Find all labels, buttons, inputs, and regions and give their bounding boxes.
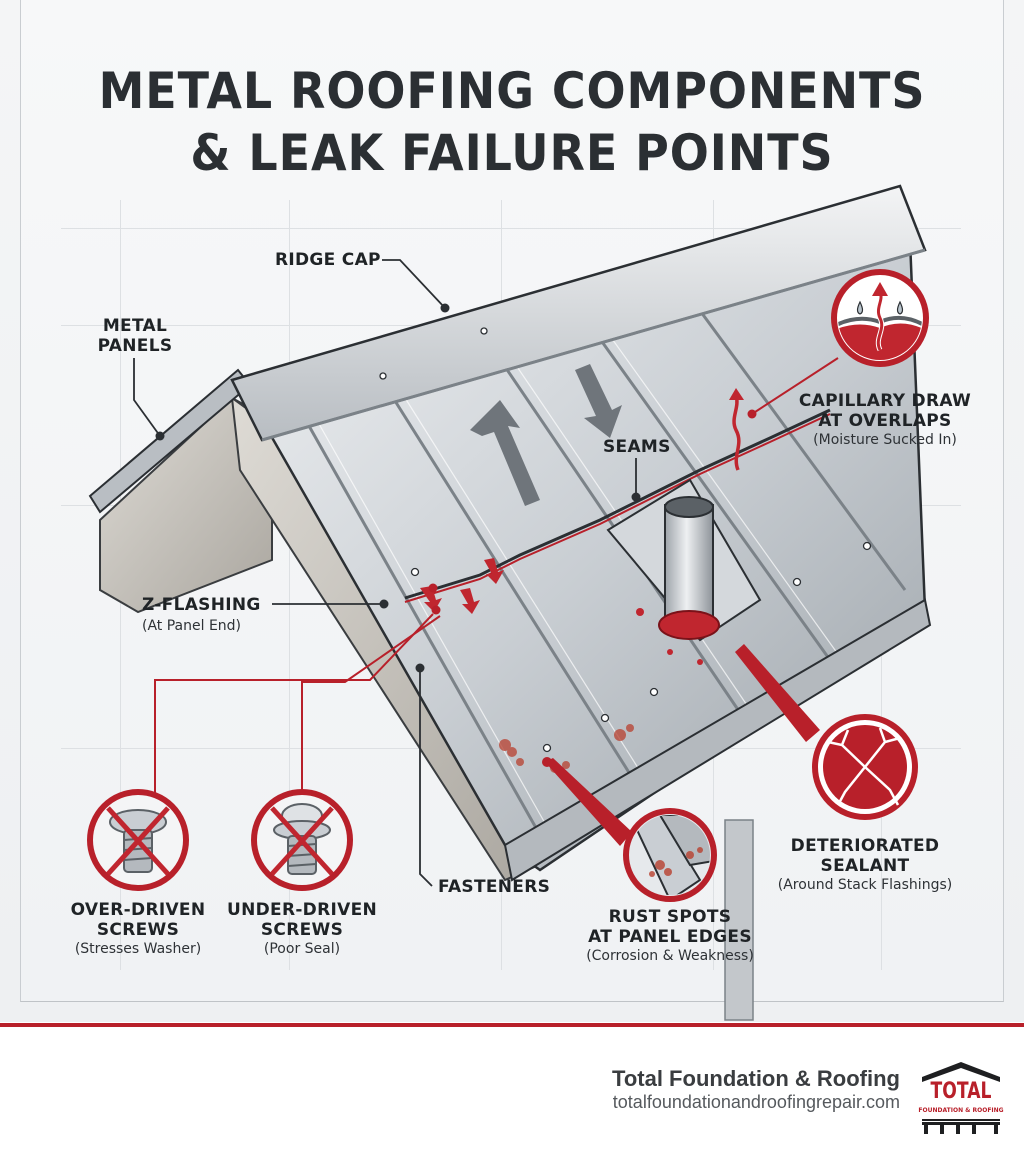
- z-flashing-label: Z-FLASHING: [142, 595, 261, 615]
- capillary-draw-label: CAPILLARY DRAW AT OVERLAPS: [790, 391, 980, 431]
- seams-label: SEAMS: [603, 437, 671, 457]
- over-driven-line-2: SCREWS: [96, 920, 180, 940]
- rust-spots-line-2: AT PANEL EDGES: [588, 927, 752, 947]
- rust-spots-line-1: RUST SPOTS: [608, 907, 732, 927]
- over-driven-label: OVER-DRIVEN SCREWS: [58, 900, 218, 940]
- deteriorated-sealant-line-1: DETERIORATED: [790, 836, 940, 856]
- logo-main-text: TOTAL: [930, 1079, 992, 1104]
- fasteners-label: FASTENERS: [438, 877, 551, 897]
- rust-leader: [545, 758, 632, 846]
- under-driven-screw-icon: [251, 789, 353, 891]
- over-driven-line-1: OVER-DRIVEN: [70, 900, 206, 920]
- deteriorated-sealant-line-2: SEALANT: [820, 856, 910, 876]
- metal-panels-label-line-2: PANELS: [97, 336, 173, 356]
- under-driven-note: (Poor Seal): [263, 941, 341, 957]
- capillary-draw-line-2: AT OVERLAPS: [818, 411, 952, 431]
- capillary-moisture-icon: [831, 269, 929, 367]
- support-post: [724, 819, 754, 1021]
- cracked-sealant-icon: [812, 714, 918, 820]
- grid-line: [61, 228, 961, 229]
- water-flow-up-arrow: [470, 400, 540, 506]
- capillary-draw-line-1: CAPILLARY DRAW: [798, 391, 972, 411]
- metal-panels-leader: [133, 358, 161, 437]
- over-driven-note: (Stresses Washer): [74, 941, 202, 957]
- under-driven-leader: [301, 615, 441, 794]
- brand-url[interactable]: totalfoundationandroofingrepair.com: [612, 1092, 900, 1112]
- over-driven-screw-icon: [87, 789, 189, 891]
- leak-arrows: [420, 558, 504, 614]
- sealant-leader: [735, 644, 820, 742]
- sealant-ring: [658, 610, 720, 640]
- capillary-leader: [751, 357, 839, 415]
- metal-panels-label: METAL PANELS: [90, 316, 180, 356]
- panel-ribs: [298, 296, 907, 836]
- capillary-draw-note: (Moisture Sucked In): [813, 432, 957, 448]
- fasteners-leader: [419, 668, 433, 887]
- brand-name: Total Foundation & Roofing: [612, 1066, 900, 1091]
- gutter: [503, 598, 932, 882]
- grid-line: [289, 200, 290, 970]
- rust-spots-label: RUST SPOTS AT PANEL EDGES: [560, 907, 780, 947]
- under-driven-line-1: UNDER-DRIVEN: [226, 900, 378, 920]
- footer-divider: [0, 1023, 1024, 1027]
- metal-panels-label-line-1: METAL: [102, 316, 168, 336]
- z-flashing-note: (At Panel End): [142, 618, 242, 634]
- under-driven-line-2: SCREWS: [260, 920, 344, 940]
- water-flow-down-arrow: [575, 364, 622, 438]
- rust-spots-icon: [623, 808, 717, 902]
- deteriorated-sealant-label: DETERIORATED SEALANT: [760, 836, 970, 876]
- rust-spots-note: (Corrosion & Weakness): [586, 948, 754, 964]
- fastener-dots: [379, 327, 872, 753]
- deteriorated-sealant-note: (Around Stack Flashings): [777, 877, 953, 893]
- page-title: METAL ROOFING COMPONENTS & LEAK FAILURE …: [41, 60, 983, 184]
- ridge-cap-label: RIDGE CAP: [275, 250, 381, 270]
- title-line-1: METAL ROOFING COMPONENTS: [98, 62, 926, 120]
- logo-sub-text: FOUNDATION & ROOFING: [918, 1107, 1004, 1114]
- title-line-2: & LEAK FAILURE POINTS: [190, 124, 834, 182]
- roof-illustration: [87, 184, 932, 1021]
- under-driven-label: UNDER-DRIVEN SCREWS: [222, 900, 382, 940]
- ridge-cap-leader: [382, 259, 446, 309]
- over-driven-leader: [154, 613, 434, 794]
- vent-pipe: [664, 504, 714, 624]
